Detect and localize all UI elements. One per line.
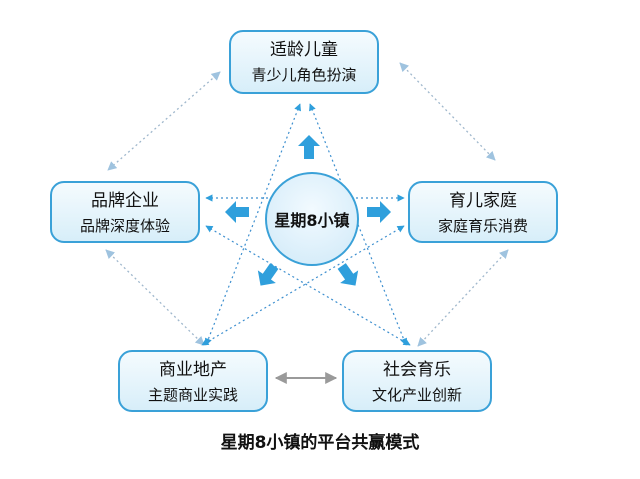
arrow-up-icon xyxy=(298,135,320,159)
node-left-subtitle: 品牌深度体验 xyxy=(79,217,170,235)
node-left-title: 品牌企业 xyxy=(91,191,159,211)
node-right-title: 育儿家庭 xyxy=(449,191,517,211)
arrow-down-left-icon xyxy=(257,263,279,286)
arrow-right-icon xyxy=(367,201,391,223)
node-right-subtitle: 家庭育乐消费 xyxy=(437,217,528,235)
center-label: 星期8小镇 xyxy=(274,211,350,230)
node-top-title: 适龄儿童 xyxy=(270,40,338,60)
node-top: 适龄儿童 青少儿角色扮演 xyxy=(229,30,379,94)
arrow-left-icon xyxy=(225,201,249,223)
node-bottom-right: 社会育乐 文化产业创新 xyxy=(342,350,492,412)
link-left-bottomleft xyxy=(105,249,205,346)
link-right-bottomright xyxy=(417,249,509,347)
diagram-caption: 星期8小镇的平台共赢模式 xyxy=(220,433,420,453)
node-left: 品牌企业 品牌深度体验 xyxy=(50,181,200,243)
node-right: 育儿家庭 家庭育乐消费 xyxy=(408,181,558,243)
node-bottom-right-title: 社会育乐 xyxy=(383,360,451,380)
node-bottom-left-subtitle: 主题商业实践 xyxy=(147,386,238,404)
link-top-left xyxy=(107,71,221,171)
arrow-down-right-icon xyxy=(337,263,359,286)
node-bottom-right-subtitle: 文化产业创新 xyxy=(371,386,462,404)
node-bottom-left-title: 商业地产 xyxy=(159,360,227,380)
center-hub: 星期8小镇 xyxy=(265,172,359,266)
star-line-right-bottomleft xyxy=(201,225,405,346)
node-top-subtitle: 青少儿角色扮演 xyxy=(251,66,357,84)
link-top-right xyxy=(399,62,496,161)
node-bottom-left: 商业地产 主题商业实践 xyxy=(118,350,268,412)
